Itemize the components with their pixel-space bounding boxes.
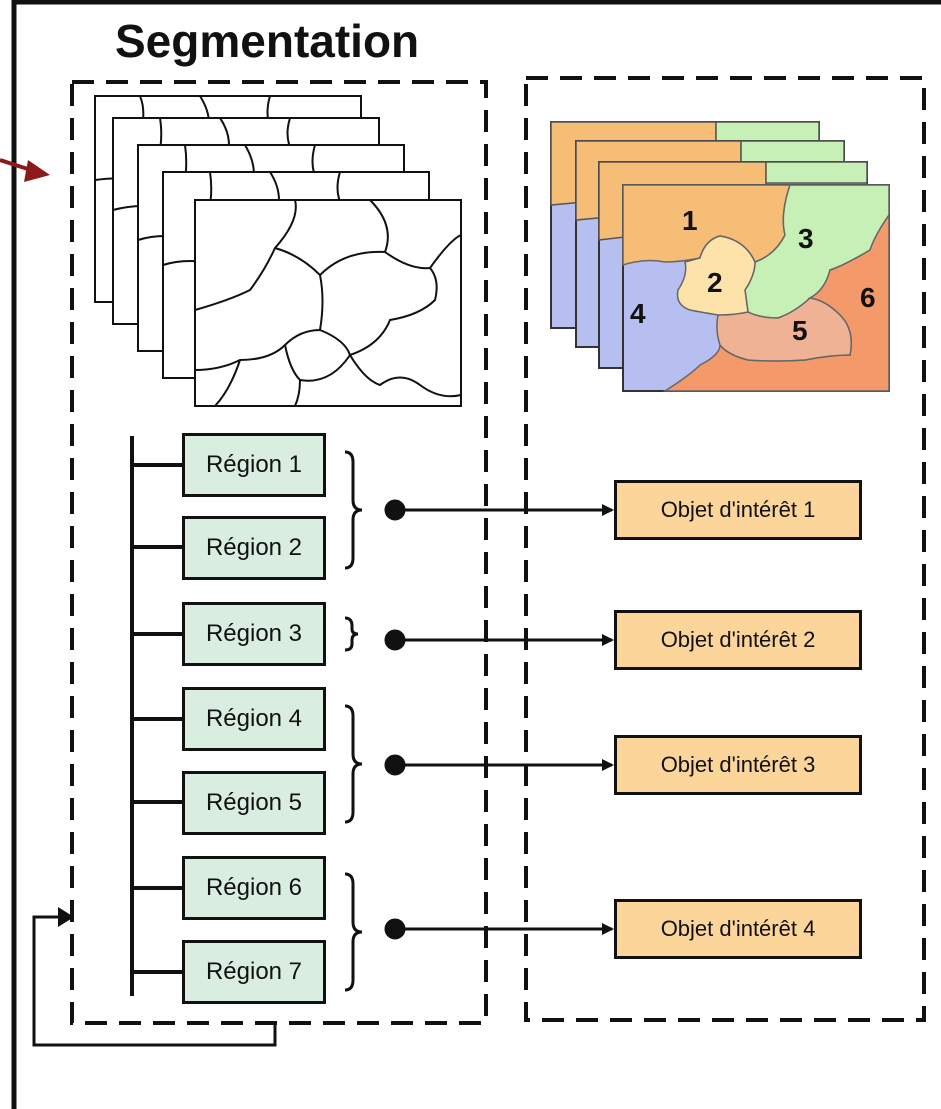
outer-frame (11, 0, 941, 1109)
boundary-map-stack (94, 95, 462, 407)
segment-label-1: 1 (682, 205, 698, 236)
grouping-braces (344, 450, 363, 992)
object-box-3: Objet d'intérêt 3 (614, 735, 862, 795)
right-dashed-box (524, 76, 926, 1022)
object-box-1: Objet d'intérêt 1 (614, 480, 862, 540)
diagram-title: Segmentation (115, 15, 420, 67)
region-box-7: Région 7 (182, 940, 326, 1004)
region-box-3: Région 3 (182, 602, 326, 666)
segment-label-5: 5 (792, 315, 808, 346)
region-box-5: Région 5 (182, 771, 326, 835)
region-box-4: Région 4 (182, 687, 326, 751)
region-tree (130, 436, 182, 996)
left-dashed-box (70, 80, 488, 1025)
input-arrow (0, 158, 50, 182)
segment-label-6: 6 (860, 282, 876, 313)
mapping-arrows (384, 499, 614, 940)
segment-label-2: 2 (707, 267, 723, 298)
region-box-2: Région 2 (182, 516, 326, 580)
segment-label-4: 4 (630, 298, 646, 329)
region-box-1: Région 1 (182, 433, 326, 497)
region-box-6: Région 6 (182, 856, 326, 920)
segment-layer-front: 1 2 3 4 5 6 (622, 184, 890, 392)
segment-label-3: 3 (798, 223, 814, 254)
feedback-loop-arrow (32, 907, 277, 1047)
object-box-2: Objet d'intérêt 2 (614, 610, 862, 670)
object-box-4: Objet d'intérêt 4 (614, 899, 862, 959)
segment-map-stack: 1 2 3 4 5 6 (550, 121, 890, 392)
